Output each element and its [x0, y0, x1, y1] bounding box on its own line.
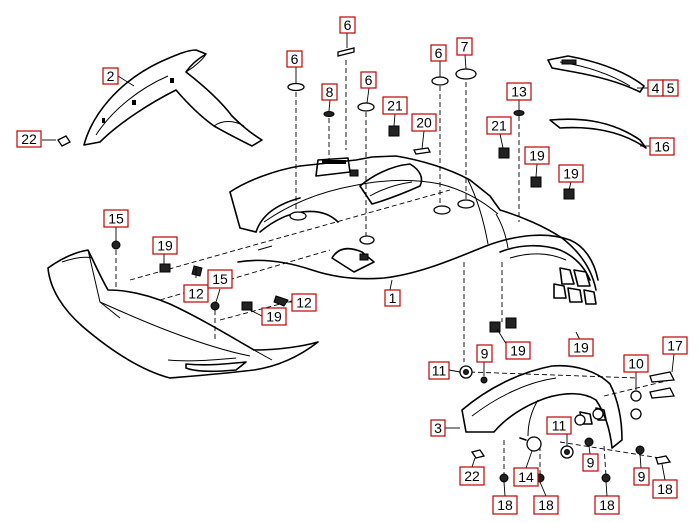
- part-1-front-body-panel: [229, 155, 599, 305]
- svg-text:10: 10: [628, 356, 644, 372]
- svg-text:19: 19: [573, 340, 589, 356]
- callout-15: 15: [207, 269, 233, 289]
- assembly-lines: [115, 60, 671, 477]
- svg-text:15: 15: [108, 211, 124, 227]
- svg-text:14: 14: [518, 469, 534, 485]
- fasteners: [57, 47, 676, 483]
- callout-11: 11: [428, 361, 450, 380]
- callout-22: 22: [459, 466, 485, 486]
- svg-text:18: 18: [497, 497, 513, 513]
- callout-12: 12: [183, 284, 209, 303]
- svg-text:18: 18: [538, 497, 554, 513]
- callout-6: 6: [286, 50, 303, 68]
- callout-13: 13: [506, 82, 532, 101]
- part-2-fender-arch: [83, 49, 263, 147]
- callout-6: 6: [360, 71, 377, 89]
- callout-17: 17: [662, 336, 688, 355]
- callout-19: 19: [261, 307, 287, 326]
- svg-text:13: 13: [511, 84, 527, 100]
- svg-text:3: 3: [434, 420, 442, 436]
- svg-text:19: 19: [563, 166, 579, 182]
- callout-15: 15: [103, 209, 129, 228]
- callout-3: 3: [430, 419, 446, 437]
- part-16-trim-strip: [549, 118, 647, 149]
- svg-text:18: 18: [657, 481, 673, 497]
- callout-19: 19: [558, 164, 584, 183]
- svg-text:4: 4: [652, 80, 660, 96]
- callout-8: 8: [321, 83, 338, 101]
- callout-7: 7: [456, 37, 473, 56]
- callout-22: 22: [16, 130, 42, 148]
- callout-18: 18: [492, 495, 518, 515]
- svg-text:6: 6: [291, 51, 299, 67]
- callout-4: 4: [647, 79, 664, 97]
- front-bumper-lower: [47, 249, 319, 379]
- callout-19: 19: [524, 146, 550, 165]
- svg-text:18: 18: [599, 497, 615, 513]
- svg-text:6: 6: [344, 17, 352, 33]
- svg-text:15: 15: [212, 271, 228, 287]
- svg-text:11: 11: [552, 418, 567, 434]
- svg-text:21: 21: [491, 118, 507, 134]
- callout-11: 11: [546, 416, 572, 435]
- callout-16: 16: [649, 137, 675, 156]
- svg-text:21: 21: [387, 98, 403, 114]
- svg-text:17: 17: [667, 338, 683, 354]
- svg-text:22: 22: [21, 131, 37, 147]
- callout-21: 21: [486, 116, 512, 135]
- svg-text:11: 11: [432, 363, 447, 379]
- callout-1: 1: [384, 289, 401, 307]
- callout-12: 12: [291, 293, 317, 312]
- svg-text:19: 19: [529, 148, 545, 164]
- part-4-5-light-cover: [547, 55, 645, 93]
- callout-21: 21: [382, 96, 408, 115]
- svg-text:12: 12: [296, 295, 312, 311]
- callout-19: 19: [152, 236, 178, 255]
- svg-text:2: 2: [107, 68, 115, 84]
- callout-9: 9: [582, 453, 599, 472]
- callout-18: 18: [652, 479, 678, 499]
- svg-text:19: 19: [510, 343, 526, 359]
- svg-text:16: 16: [654, 139, 670, 155]
- svg-text:12: 12: [188, 286, 204, 302]
- callout-5: 5: [662, 79, 679, 97]
- svg-text:20: 20: [416, 115, 432, 131]
- callout-6: 6: [430, 44, 447, 62]
- callout-20: 20: [411, 113, 437, 132]
- svg-text:22: 22: [464, 468, 480, 484]
- svg-text:19: 19: [266, 309, 282, 325]
- callout-labels: 2 22 6 6 6 6 7 8 21 20 13 21 4 5 16 19 1…: [16, 16, 688, 515]
- callout-19: 19: [568, 338, 594, 357]
- svg-text:7: 7: [461, 39, 469, 55]
- callout-9: 9: [476, 344, 493, 363]
- callout-10: 10: [623, 354, 649, 373]
- svg-text:8: 8: [326, 84, 334, 100]
- callout-6: 6: [339, 16, 356, 34]
- leader-lines: [42, 33, 675, 497]
- svg-text:6: 6: [365, 72, 373, 88]
- callout-14: 14: [513, 467, 539, 487]
- svg-text:6: 6: [435, 45, 443, 61]
- callout-9: 9: [633, 467, 650, 486]
- svg-text:19: 19: [157, 238, 173, 254]
- callout-2: 2: [102, 67, 119, 85]
- svg-text:9: 9: [587, 455, 595, 471]
- svg-text:9: 9: [638, 469, 646, 485]
- svg-text:1: 1: [389, 290, 397, 306]
- callout-18: 18: [594, 495, 620, 515]
- callout-18: 18: [533, 495, 559, 515]
- svg-text:5: 5: [667, 80, 675, 96]
- callout-19: 19: [505, 341, 531, 360]
- svg-text:9: 9: [481, 346, 489, 362]
